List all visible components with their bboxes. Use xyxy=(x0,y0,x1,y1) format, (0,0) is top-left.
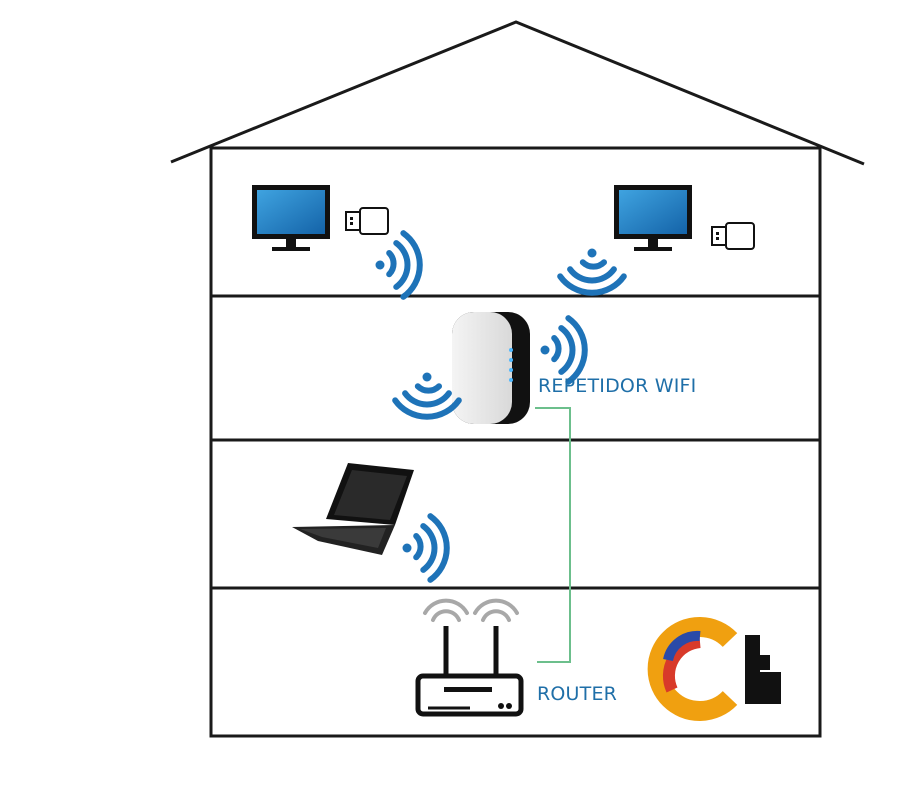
repeater-label: REPETIDOR WIFI xyxy=(538,375,696,397)
router-icon xyxy=(415,626,524,717)
desktop-monitor-icon xyxy=(614,185,692,251)
usb-wifi-adapter-icon xyxy=(711,222,755,250)
desktop-monitor-icon xyxy=(252,185,330,251)
router-wifi-waves-icon xyxy=(423,598,519,622)
router-label: ROUTER xyxy=(537,683,617,705)
wifi-signal-icon xyxy=(372,233,436,297)
wifi-repeater-icon xyxy=(452,312,530,424)
house-outline xyxy=(170,20,865,738)
wifi-signal-icon xyxy=(395,369,459,433)
ct-logo xyxy=(647,617,781,721)
wifi-signal-icon xyxy=(399,516,463,580)
laptop-icon xyxy=(292,463,414,555)
usb-wifi-adapter-icon xyxy=(345,207,389,235)
wifi-signal-icon xyxy=(560,245,624,309)
wifi-signal-icon xyxy=(537,318,601,382)
ethernet-cable xyxy=(535,407,571,663)
